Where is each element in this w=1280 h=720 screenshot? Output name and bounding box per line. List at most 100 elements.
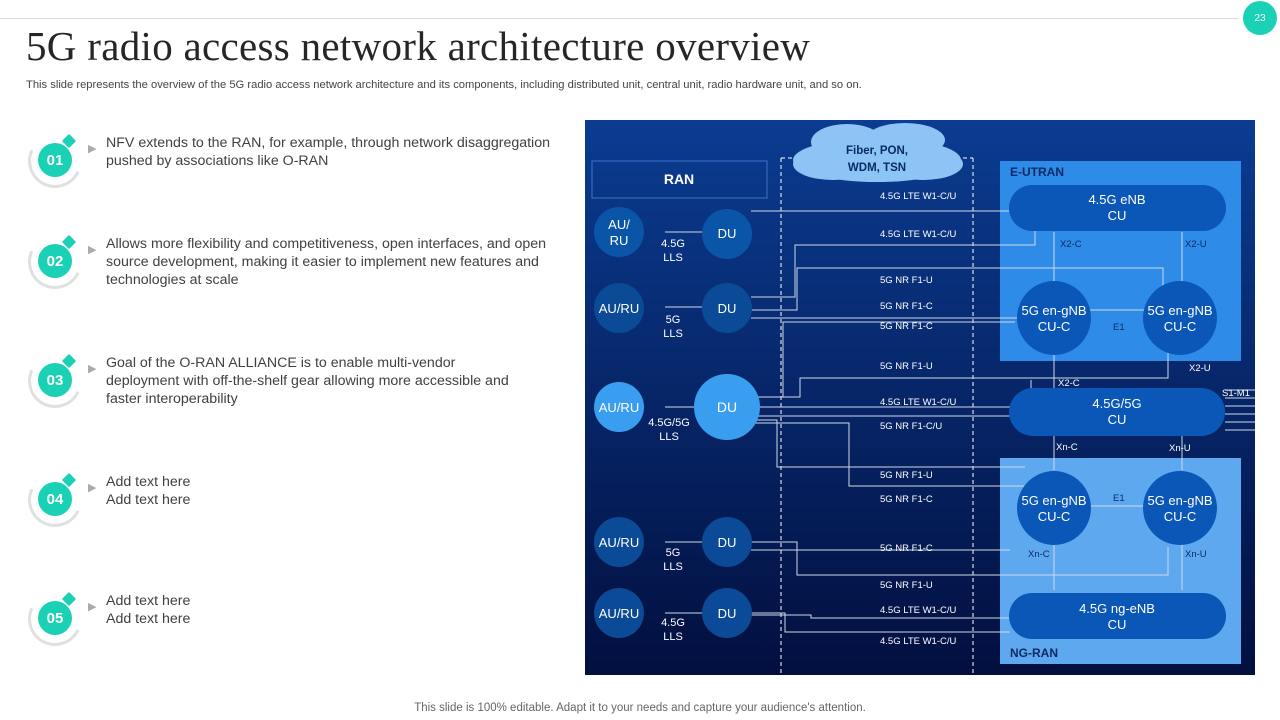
cu-label: 5G en-gNB [1147, 303, 1212, 318]
du-label: DU [718, 535, 737, 550]
point-text: Allows more flexibility and competitiven… [106, 235, 576, 289]
cu-label: 4.5G eNB [1088, 192, 1145, 207]
iface-label: X2-C [1060, 239, 1082, 250]
cloud-label: Fiber, PON, [846, 145, 908, 157]
link-label: 4.5G LTE W1-C/U [880, 605, 957, 616]
iface-label: Xn-U [1169, 443, 1191, 454]
cu-label: CU-C [1038, 319, 1071, 334]
ran-row-5: AU/RU 4.5G LLS DU [594, 588, 752, 643]
transport-cloud [793, 123, 963, 182]
link-label: 4.5G LTE W1-C/U [880, 397, 957, 408]
slide-footer: This slide is 100% editable. Adapt it to… [414, 702, 866, 714]
ran-row-3: AU/RU 4.5G/5G LLS DU [594, 374, 760, 443]
point-line: source development, making it easier to … [106, 254, 539, 270]
lls-label: LLS [663, 631, 683, 643]
iface-label: Xn-C [1028, 549, 1050, 560]
iface-label: X2-U [1189, 363, 1211, 374]
auru-label: AU/RU [599, 535, 639, 550]
iface-label: Xn-U [1185, 549, 1207, 560]
cu-label: 4.5G ng-eNB [1079, 601, 1155, 616]
number-label: 03 [38, 363, 72, 397]
gnb-cu-node [1143, 281, 1217, 355]
point-text: Add text here Add text here [106, 473, 576, 509]
arrow-icon: ▶ [88, 601, 97, 613]
auru-node [594, 283, 644, 333]
page-number-badge: 23 [1243, 1, 1277, 35]
slide-subtitle: This slide represents the overview of th… [26, 79, 862, 91]
enb-cu-node [1009, 185, 1226, 231]
cu-label: 5G en-gNB [1021, 303, 1086, 318]
auru-label: AU/RU [599, 400, 639, 415]
point-text: NFV extends to the RAN, for example, thr… [106, 134, 576, 170]
ng-enb-cu-node [1009, 593, 1226, 639]
iface-label: X2-C [1058, 378, 1080, 389]
ran-label: RAN [664, 171, 694, 187]
cu-label: CU [1108, 617, 1127, 632]
ran-row-4: AU/RU 5G LLS DU [594, 517, 752, 573]
du-node [702, 283, 752, 333]
ran-architecture-diagram: E-UTRAN NG-RAN Fiber, PON, WDM, TSN RAN [585, 120, 1255, 675]
point-4: 04 ▶ Add text here Add text here [20, 465, 571, 535]
link-label: 5G NR F1-C [880, 494, 933, 505]
point-line: Add text here [106, 611, 191, 627]
lls-label: LLS [663, 252, 683, 264]
number-badge: 02 [20, 227, 90, 297]
gnb-cu-node [1143, 471, 1217, 545]
lls-label: 4.5G [661, 238, 685, 250]
point-text: Add text here Add text here [106, 592, 576, 628]
number-label: 05 [38, 601, 72, 635]
link-label: 4.5G LTE W1-C/U [880, 636, 957, 647]
point-line: NFV extends to the RAN, for example, thr… [106, 135, 550, 151]
ran-box [591, 160, 768, 199]
number-label: 02 [38, 244, 72, 278]
du-node [702, 517, 752, 567]
arrow-icon: ▶ [88, 143, 97, 155]
lls-label: 5G [666, 547, 681, 559]
cu-label: 5G en-gNB [1021, 493, 1086, 508]
ran-row-2: AU/RU 5G LLS DU [594, 283, 752, 340]
du-node [702, 588, 752, 638]
auru-node [594, 517, 644, 567]
link-label: 5G NR F1-C [880, 301, 933, 312]
point-line: Add text here [106, 474, 191, 490]
point-line: Add text here [106, 492, 191, 508]
point-line: Goal of the O-RAN ALLIANCE is to enable … [106, 355, 456, 371]
cu-label: CU-C [1164, 319, 1197, 334]
lls-label: 5G [666, 314, 681, 326]
ran-row-1: AU/ RU 4.5G LLS DU [594, 207, 752, 264]
iface-label: Xn-C [1056, 442, 1078, 453]
link-label: 5G NR F1-C [880, 321, 933, 332]
gnb-cu-node [1017, 471, 1091, 545]
du-label: DU [718, 606, 737, 621]
number-label: 01 [38, 143, 72, 177]
lls-label: LLS [663, 561, 683, 573]
number-badge: 01 [20, 126, 90, 196]
link-label: 5G NR F1-U [880, 275, 933, 286]
point-line: Add text here [106, 593, 191, 609]
auru-node [594, 207, 644, 257]
link-label: 5G NR F1-U [880, 470, 933, 481]
ngran-label: NG-RAN [1010, 646, 1058, 660]
point-line: Allows more flexibility and competitiven… [106, 236, 547, 252]
point-line: faster interoperability [106, 391, 238, 407]
link-label: 5G NR F1-C [880, 543, 933, 554]
slide-title: 5G radio access network architecture ove… [26, 23, 811, 69]
lls-label: LLS [659, 431, 679, 443]
number-badge: 03 [20, 346, 90, 416]
auru-label: RU [610, 233, 629, 248]
number-label: 04 [38, 482, 72, 516]
cu-label: CU-C [1038, 509, 1071, 524]
auru-label: AU/RU [599, 301, 639, 316]
du-label: DU [717, 399, 737, 415]
point-text: Goal of the O-RAN ALLIANCE is to enable … [106, 354, 576, 408]
mid-cu-node [1009, 388, 1225, 436]
auru-node [594, 382, 644, 432]
link-label: 5G NR F1-C/U [880, 421, 942, 432]
cloud-label: WDM, TSN [848, 162, 906, 174]
link-label: 4.5G LTE W1-C/U [880, 229, 957, 240]
point-line: technologies at scale [106, 272, 239, 288]
cu-label: CU [1108, 412, 1127, 427]
point-5: 05 ▶ Add text here Add text here [20, 584, 571, 654]
iface-label: E1 [1113, 322, 1125, 333]
arrow-icon: ▶ [88, 244, 97, 256]
